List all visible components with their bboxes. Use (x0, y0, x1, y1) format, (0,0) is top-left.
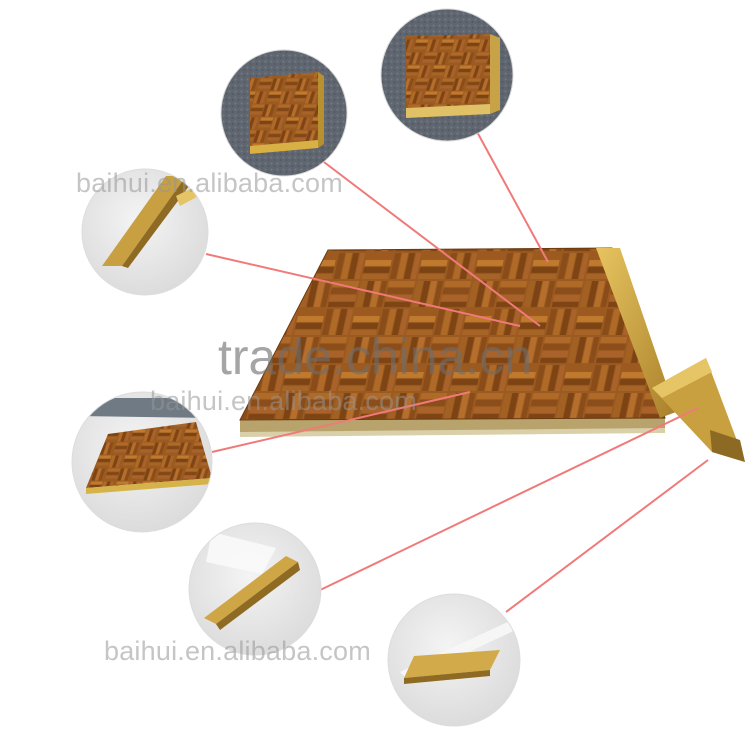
detail-circle-corner-top-right (381, 9, 513, 141)
detail-circle-full-panel (72, 392, 212, 532)
detail-circle-corner-top-left (221, 50, 347, 176)
detail-circle-ramp-side (189, 523, 321, 655)
detail-circle-ramp-strip (388, 594, 520, 726)
detail-circle-ramp-edge (82, 169, 208, 295)
main-floor-panel (239, 247, 745, 462)
leader-lines (205, 129, 709, 613)
